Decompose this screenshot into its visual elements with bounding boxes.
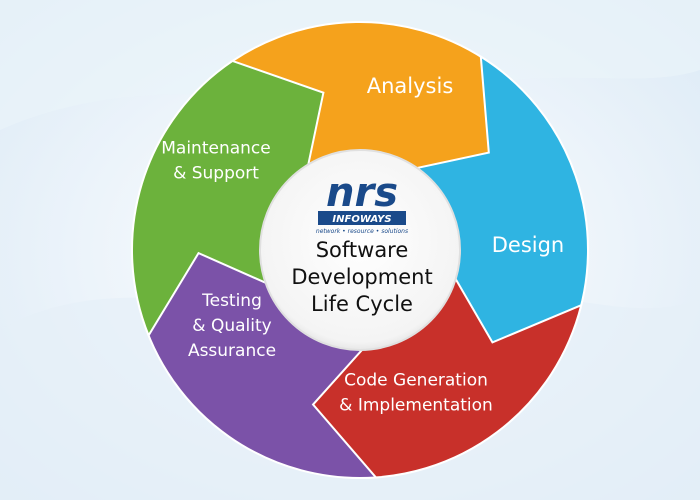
phase-label-maintenance: & Support — [173, 164, 259, 184]
center-title: Software Development Life Cycle — [291, 238, 432, 316]
phase-label-analysis: Analysis — [367, 74, 454, 98]
logo-mark: nrs — [326, 170, 398, 216]
phase-label-code-generation: & Implementation — [339, 396, 493, 416]
company-logo: nrs INFOWAYS network • resource • soluti… — [316, 170, 408, 235]
logo-name: INFOWAYS — [332, 214, 391, 225]
phase-label-code-generation: Code Generation — [344, 371, 488, 391]
center-hub — [259, 149, 461, 351]
phase-label-testing: Testing — [201, 291, 262, 311]
phase-label-testing: & Quality — [192, 316, 271, 336]
logo-band — [318, 211, 406, 225]
center-title-line: Software — [316, 238, 409, 262]
phase-label-design: Design — [492, 233, 565, 257]
center-title-line: Development — [291, 265, 432, 289]
center-title-line: Life Cycle — [311, 292, 413, 316]
phase-label-maintenance: Maintenance — [161, 139, 270, 159]
phase-label-testing: Assurance — [188, 341, 276, 361]
logo-tagline: network • resource • solutions — [316, 228, 408, 235]
